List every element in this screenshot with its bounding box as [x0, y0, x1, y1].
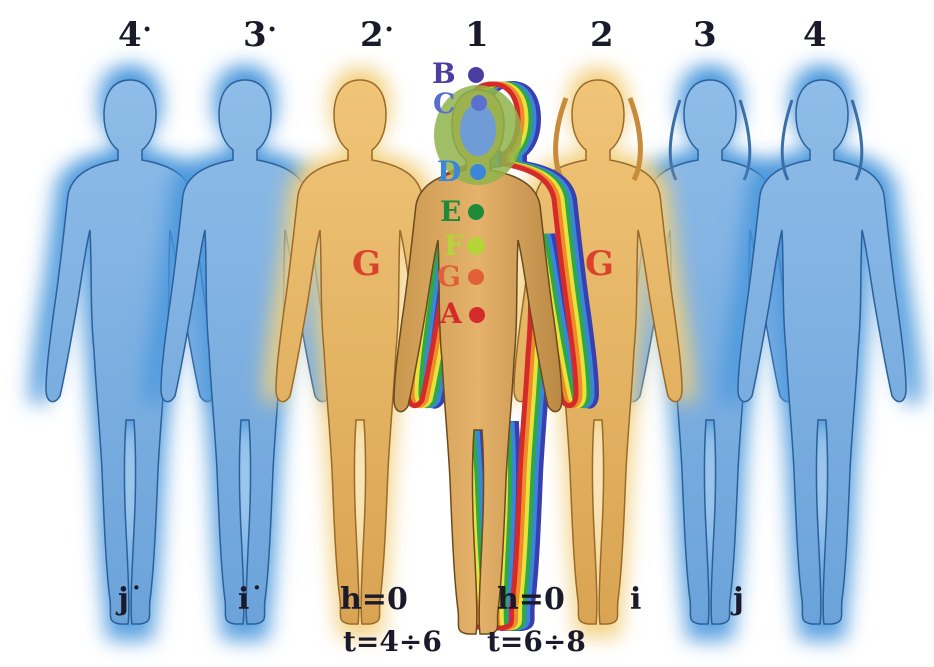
top-label-2: 2 [590, 18, 615, 52]
chakra-letter-G: G [437, 263, 461, 291]
body-mark-G-left: G [352, 247, 381, 281]
chakra-letter-B: B [432, 60, 456, 88]
chakra-dot-C [471, 95, 487, 111]
top-label-3: 3 [693, 18, 718, 52]
chakra-letter-A: A [440, 300, 462, 328]
figure-4-dot [31, 65, 229, 642]
bottom-label-j: j [733, 585, 744, 615]
chakra-dot-G [468, 269, 484, 285]
bottom-label-h-right: h=0 [497, 585, 565, 615]
figure-3-dot [146, 65, 344, 642]
top-label-2-dot: 2• [360, 18, 394, 52]
bottom-label-i-dot: i˙ [238, 585, 264, 615]
chakra-dot-A [469, 307, 485, 323]
top-label-4: 4 [803, 18, 828, 52]
body-mark-G-right: G [585, 247, 614, 281]
top-label-3-dot: 3• [243, 18, 277, 52]
time-label-right: t=6÷8 [487, 628, 586, 656]
chakra-letter-D: D [437, 158, 461, 186]
chakra-dot-E [468, 204, 484, 220]
bottom-label-i: i [630, 585, 641, 615]
chakra-letter-F: F [444, 232, 464, 260]
chakra-letter-E: E [440, 198, 461, 226]
chakra-letter-C: C [433, 90, 455, 118]
bottom-label-h-left: h=0 [340, 585, 408, 615]
chakra-dot-B [468, 67, 484, 83]
face [460, 104, 496, 156]
chakra-dot-F [467, 237, 485, 255]
top-label-4-dot: 4• [118, 18, 152, 52]
bottom-label-j-dot: j˙ [118, 585, 144, 615]
top-label-1: 1 [465, 18, 490, 52]
time-label-left: t=4÷6 [343, 628, 442, 656]
chakra-dot-D [470, 164, 486, 180]
figure-4 [723, 65, 921, 642]
